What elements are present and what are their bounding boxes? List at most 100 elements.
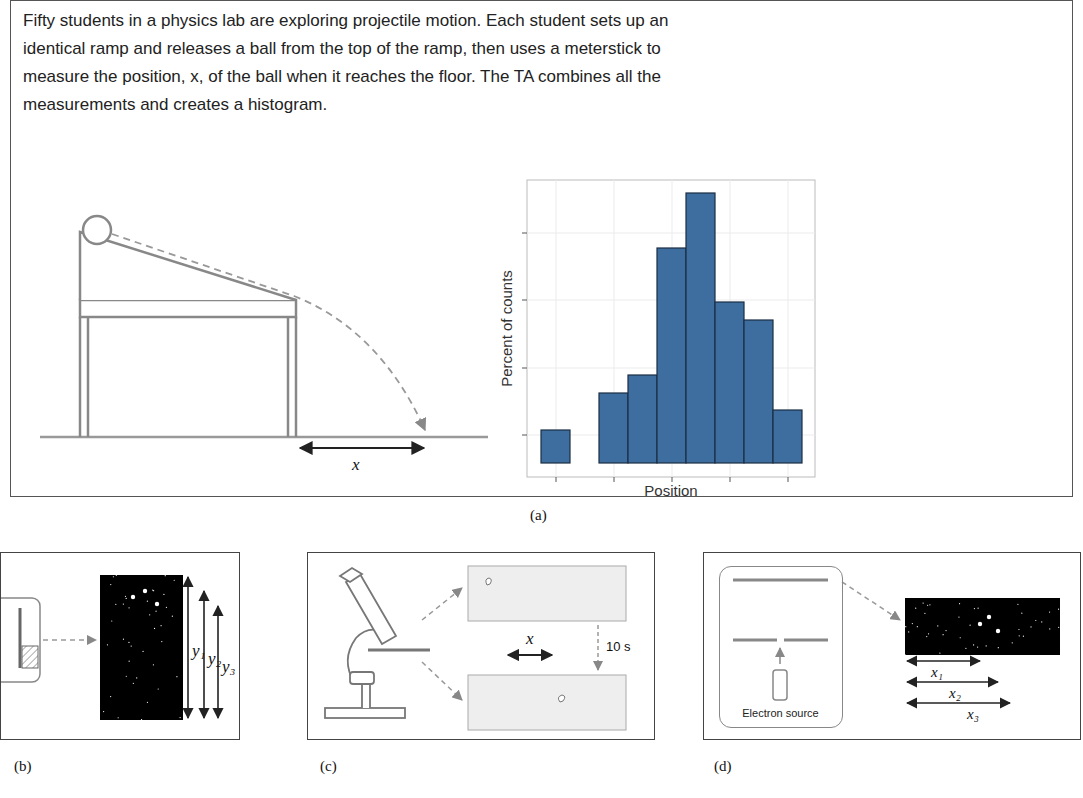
problem-text: Fifty students in a physics lab are expl… bbox=[23, 7, 723, 119]
dot bbox=[1030, 626, 1031, 627]
dot bbox=[110, 696, 111, 697]
panel-label: (d) bbox=[714, 758, 732, 775]
dot bbox=[143, 589, 147, 593]
panel-box: x₁x₂x₃Electron source bbox=[703, 552, 1081, 740]
dot bbox=[113, 576, 114, 577]
dot bbox=[1041, 621, 1042, 622]
dot bbox=[107, 644, 108, 645]
distance-label: x₃ bbox=[967, 706, 979, 723]
dot bbox=[927, 605, 928, 606]
dot bbox=[912, 623, 913, 624]
dot bbox=[160, 625, 161, 626]
dot bbox=[965, 648, 966, 649]
dashed-arrow bbox=[422, 662, 462, 700]
dot bbox=[923, 602, 924, 603]
dot bbox=[973, 644, 974, 645]
dot bbox=[958, 616, 959, 617]
time-label: 10 s bbox=[606, 639, 631, 654]
dot bbox=[172, 616, 173, 617]
dot bbox=[154, 628, 155, 629]
dot bbox=[917, 626, 918, 627]
distance-label: x bbox=[352, 455, 360, 475]
dot bbox=[998, 647, 999, 648]
dot bbox=[1012, 642, 1013, 643]
container-apparatus bbox=[0, 598, 40, 682]
dot bbox=[179, 717, 180, 718]
dot bbox=[905, 626, 906, 627]
dot bbox=[126, 598, 127, 599]
distance-label: x₂ bbox=[949, 685, 961, 702]
dot bbox=[939, 652, 940, 653]
dot bbox=[128, 607, 129, 608]
ramp-setup bbox=[40, 216, 488, 437]
dot bbox=[115, 604, 116, 605]
dot bbox=[987, 615, 991, 619]
dot bbox=[1017, 604, 1018, 605]
microscope bbox=[325, 568, 430, 718]
dot bbox=[915, 608, 916, 609]
dot bbox=[165, 575, 166, 576]
dot bbox=[977, 608, 978, 609]
dot bbox=[176, 676, 177, 677]
dot bbox=[937, 625, 938, 626]
detector-image bbox=[100, 575, 183, 720]
dashed-arrow bbox=[43, 639, 96, 641]
dot bbox=[974, 608, 975, 609]
dot bbox=[118, 717, 119, 718]
dot bbox=[110, 584, 111, 585]
dot bbox=[929, 604, 930, 605]
dot bbox=[960, 637, 961, 638]
dot bbox=[977, 646, 978, 647]
dot bbox=[141, 719, 142, 720]
dot bbox=[128, 642, 129, 643]
panel-label: (c) bbox=[320, 758, 337, 775]
dot bbox=[1049, 611, 1050, 612]
dot bbox=[970, 625, 971, 626]
dot bbox=[155, 602, 159, 606]
distance-arrow bbox=[300, 447, 424, 449]
dot bbox=[166, 607, 167, 608]
dot bbox=[1023, 636, 1024, 637]
dot bbox=[163, 594, 164, 595]
axis-title: Position bbox=[644, 482, 697, 499]
dot bbox=[174, 580, 175, 581]
dot bbox=[1019, 635, 1020, 636]
time-arrow bbox=[597, 625, 599, 670]
panel-box: Fifty students in a physics lab are expl… bbox=[10, 0, 1073, 497]
panel-box: y₁y₂y₃ bbox=[0, 552, 240, 740]
dot bbox=[908, 631, 909, 632]
panel-label: (a) bbox=[530, 507, 547, 524]
dot bbox=[125, 596, 126, 597]
dot bbox=[986, 645, 987, 646]
dot bbox=[126, 676, 127, 677]
dot bbox=[147, 601, 148, 602]
dot bbox=[153, 664, 154, 665]
dot bbox=[1035, 620, 1036, 621]
dot bbox=[959, 603, 960, 604]
dot bbox=[996, 629, 1000, 633]
dot bbox=[978, 622, 982, 626]
dot bbox=[149, 614, 150, 615]
height-label: y₂ bbox=[208, 649, 221, 669]
dot bbox=[1058, 609, 1059, 610]
histogram bbox=[522, 180, 815, 482]
dot bbox=[945, 630, 946, 631]
dot bbox=[136, 677, 137, 678]
height-label: y₁ bbox=[192, 641, 205, 661]
panel-box: x10 s bbox=[307, 552, 655, 740]
dot bbox=[1018, 629, 1019, 630]
particle bbox=[558, 695, 564, 702]
axis-title: Percent of counts bbox=[497, 270, 514, 387]
dashed-arrow bbox=[842, 582, 900, 620]
dot bbox=[131, 646, 132, 647]
dot bbox=[123, 639, 124, 640]
particle-dots bbox=[905, 602, 1060, 655]
dot bbox=[1058, 627, 1059, 628]
dot bbox=[943, 634, 944, 635]
dot bbox=[928, 633, 929, 634]
panel-label: (b) bbox=[14, 758, 32, 775]
dot bbox=[129, 661, 130, 662]
dot bbox=[152, 589, 153, 590]
dot bbox=[103, 711, 104, 712]
